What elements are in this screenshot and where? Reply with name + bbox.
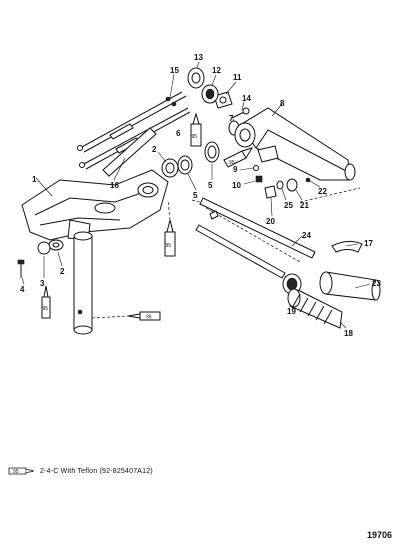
callout-4: 4 [20, 285, 25, 294]
callout-numbers: 1 2 2 3 4 5 5 6 7 8 9 10 11 12 13 14 15 … [20, 53, 381, 338]
svg-text:95: 95 [192, 134, 198, 140]
callout-6: 6 [176, 129, 181, 138]
tiller-arm-housing [234, 103, 356, 181]
callout-12: 12 [212, 66, 221, 75]
callout-19: 19 [287, 307, 296, 316]
detent-pin [239, 165, 259, 171]
sealant-tube-upper: 95 [190, 112, 202, 147]
sealant-tube-middle: 95 [164, 199, 176, 257]
throttle-shaft [191, 197, 316, 263]
bushing-lower [48, 239, 64, 267]
callout-21: 21 [300, 201, 309, 210]
legend-tube-code: 95 [13, 469, 19, 475]
callout-16: 16 [110, 181, 119, 190]
callout-5-a: 5 [193, 191, 198, 200]
legend-text: 2-4-C With Teflon (92-825407A12) [40, 467, 153, 475]
callout-14: 14 [242, 94, 251, 103]
sealant-legend: 95 2-4-C With Teflon (92-825407A12) [8, 465, 153, 477]
callout-13: 13 [194, 53, 203, 62]
callout-3: 3 [40, 279, 45, 288]
grip-cover [331, 240, 363, 253]
callout-2-lower: 2 [60, 267, 65, 276]
nut [276, 180, 287, 201]
pin [305, 177, 321, 188]
throttle-gear-shaft [195, 224, 302, 306]
washer-a [177, 155, 197, 191]
callout-10: 10 [232, 181, 241, 190]
callout-24: 24 [302, 231, 311, 240]
sealant-tube-left: 95 [41, 285, 51, 319]
callout-15: 15 [170, 66, 179, 75]
washer-b [204, 141, 220, 180]
sealant-tube-icon: 95 [8, 467, 34, 475]
gear-small [201, 74, 219, 104]
svg-text:95: 95 [166, 243, 172, 249]
bolt [17, 259, 25, 285]
callout-18: 18 [344, 329, 353, 338]
sealant-tube-right: 95 [223, 147, 254, 168]
svg-text:95: 95 [43, 306, 49, 312]
spring [286, 178, 303, 201]
gear-large [187, 61, 205, 89]
callout-5-b: 5 [208, 181, 213, 190]
callout-8: 8 [280, 99, 285, 108]
cable-assembly [77, 73, 191, 170]
throttle-grip [287, 288, 347, 329]
sleeve-tube [102, 127, 157, 181]
svg-text:95: 95 [146, 315, 152, 321]
callout-11: 11 [233, 73, 242, 82]
callout-1: 1 [32, 175, 37, 184]
sealant-tube-bottom: 95 [91, 311, 161, 321]
callout-22: 22 [318, 187, 327, 196]
callout-20: 20 [266, 217, 275, 226]
swivel-bracket [21, 169, 169, 335]
callout-23: 23 [372, 279, 381, 288]
figure-number: 19706 [366, 530, 392, 540]
end-cap [319, 271, 381, 301]
retaining-clip [37, 241, 51, 278]
callout-7: 7 [229, 114, 234, 123]
callout-9: 9 [233, 165, 238, 174]
callout-17: 17 [364, 239, 373, 248]
bushing-upper [157, 151, 179, 178]
plug-screw [243, 175, 263, 185]
screw [231, 101, 250, 119]
svg-text:95: 95 [229, 160, 235, 166]
callout-25: 25 [284, 201, 293, 210]
throttle-friction [264, 185, 277, 217]
callout-2-upper: 2 [152, 145, 157, 154]
retainer-plate [213, 81, 237, 109]
